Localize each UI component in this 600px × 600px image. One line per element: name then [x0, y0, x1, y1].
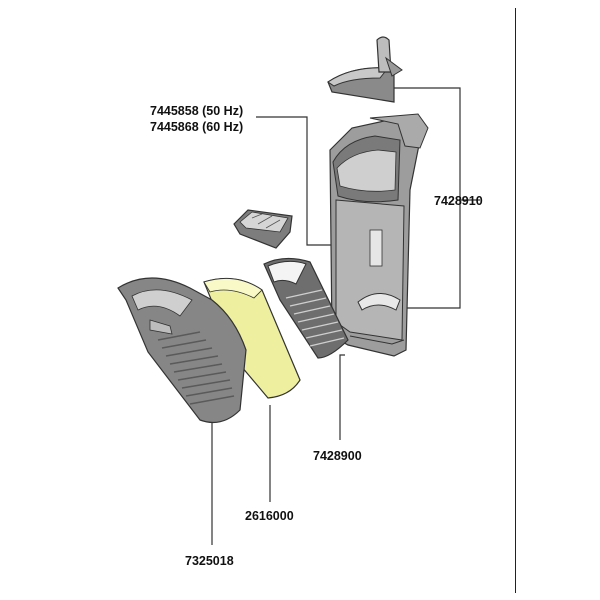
- label-housing: 7428910: [434, 194, 483, 208]
- label-motor-60hz: 7445868 (60 Hz): [150, 120, 244, 134]
- label-motor-50hz: 7445858 (50 Hz): [150, 104, 244, 118]
- cartridge-part: [263, 257, 349, 359]
- leader-cartridge: [339, 354, 345, 440]
- leader-housing-bracket: [392, 87, 461, 309]
- label-cover: 7325018: [185, 554, 234, 568]
- label-sponge: 2616000: [245, 509, 294, 523]
- label-cartridge: 7428900: [313, 449, 362, 463]
- grate-part: [233, 209, 293, 249]
- cover-part: [117, 277, 247, 423]
- top-cap-part: [327, 36, 403, 103]
- sponge-part: [203, 277, 301, 399]
- right-border-line: [515, 8, 516, 593]
- housing-part: [329, 113, 429, 357]
